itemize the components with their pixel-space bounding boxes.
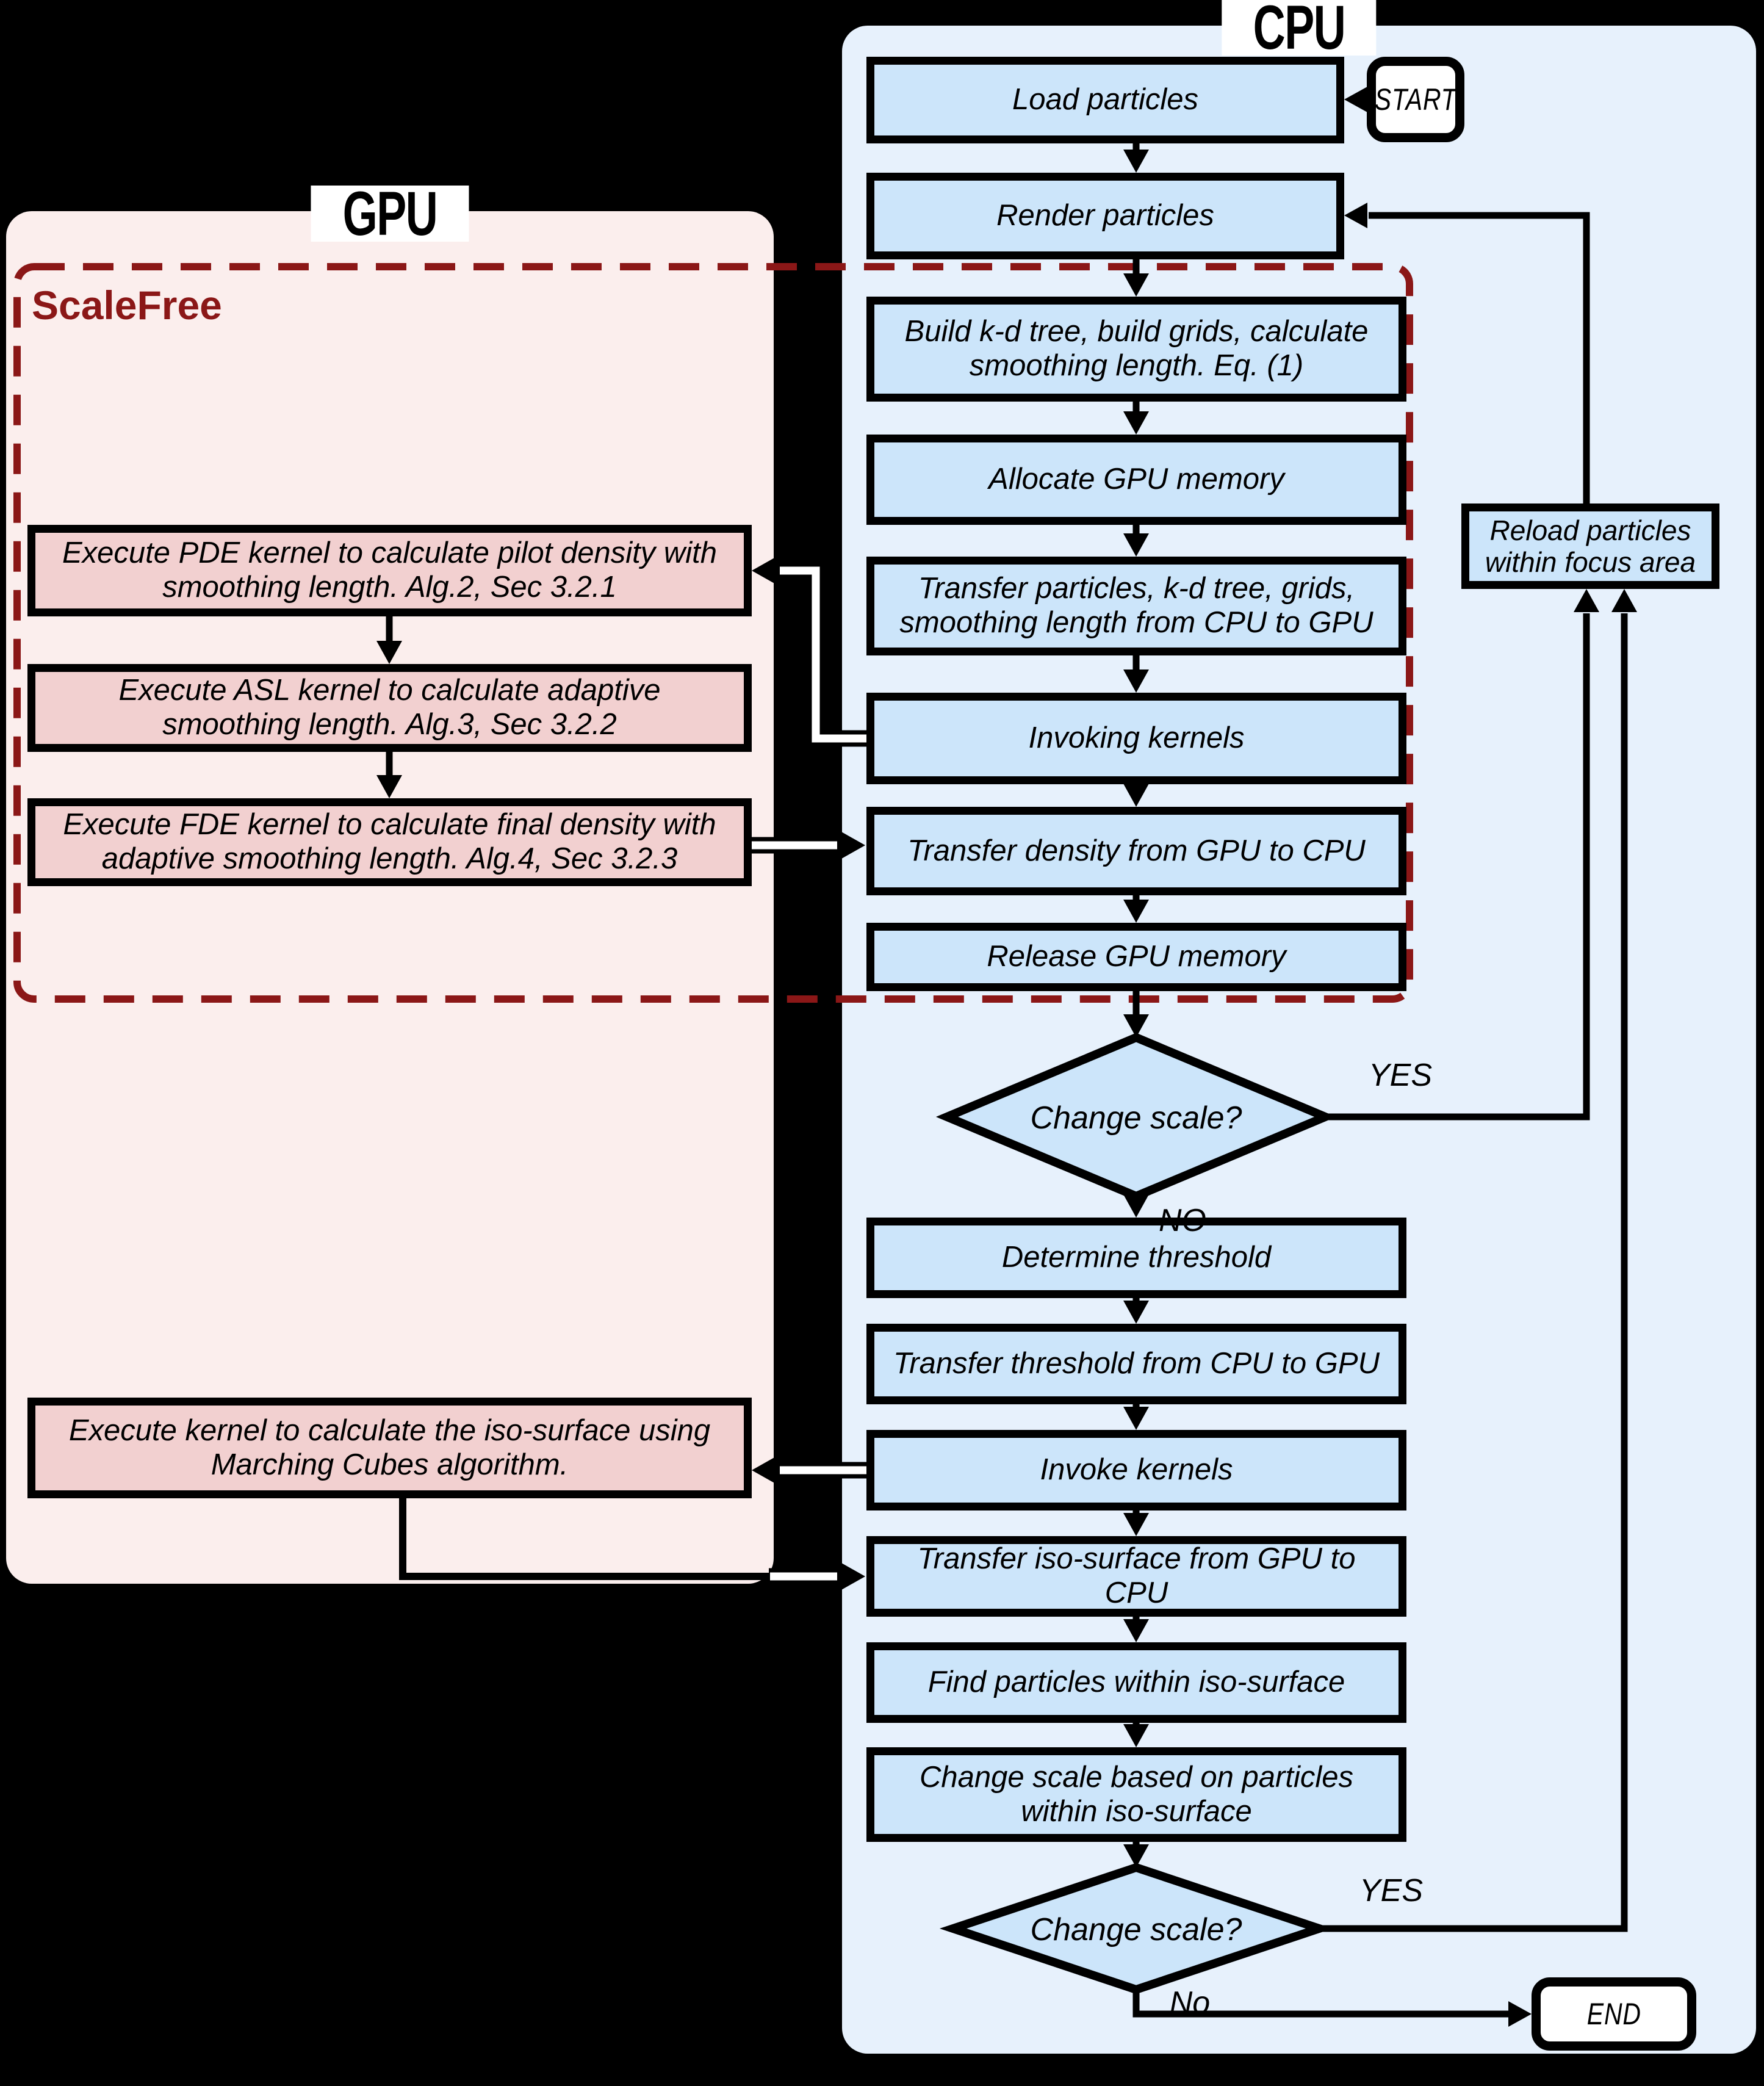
arrowhead-into-allocate: [1123, 411, 1149, 435]
edge-invoking-to-pde-core: [777, 566, 866, 743]
arrowhead-gpu-into-density: [837, 829, 865, 861]
node-transfer-to-gpu: Transfer particles, k-d tree, grids, smo…: [866, 557, 1406, 655]
arrowhead-reload-into-render: [1344, 203, 1367, 228]
solid-arrowheads: [376, 87, 1637, 2027]
decision2-yes-label: YES: [1359, 1873, 1424, 1908]
edge-decision1-yes-to-reload: [1325, 613, 1590, 1121]
node-allocate-memory: Allocate GPU memory: [866, 435, 1406, 525]
arrowhead-into-iso: [1123, 1513, 1149, 1536]
node-transfer-threshold: Transfer threshold from CPU to GPU: [866, 1324, 1406, 1404]
arrowhead-yes1-into-reload: [1574, 589, 1599, 612]
node-invoking-kernels: Invoking kernels: [866, 693, 1406, 784]
gpu-title-text: GPU: [342, 179, 438, 248]
start-label: START: [1374, 82, 1457, 117]
arrowhead-gpu-into-iso: [837, 1561, 865, 1592]
edge-marching-down: [399, 1498, 774, 1580]
decision1-label: Change scale?: [1030, 1100, 1242, 1136]
arrowhead-into-invoke: [1123, 1407, 1149, 1430]
arrowhead-into-decision1: [1123, 1014, 1149, 1038]
arrowhead-into-changescale: [1123, 1724, 1149, 1747]
hollow-arrowheads: [752, 555, 865, 1592]
decision2-label: Change scale?: [1030, 1912, 1242, 1947]
node-load-particles: Load particles: [866, 57, 1344, 143]
arrowhead-into-decision2: [1123, 1844, 1149, 1868]
decision1-diamond: [935, 1033, 1337, 1201]
scalefree-dashed-border: [13, 263, 1413, 1003]
arrowhead-into-load: [1344, 87, 1367, 112]
arrowhead-into-pde: [752, 555, 780, 586]
arrowhead-into-find: [1123, 1619, 1149, 1642]
edge-reload-to-render: [1369, 212, 1590, 503]
node-asl-kernel: Execute ASL kernel to calculate adaptive…: [27, 664, 752, 752]
cpu-title-text: CPU: [1253, 0, 1346, 62]
scalefree-label: ScaleFree: [32, 283, 222, 328]
node-render-particles: Render particles: [866, 173, 1344, 259]
arrowhead-yes2-into-reload: [1611, 589, 1637, 612]
node-fde-kernel: Execute FDE kernel to calculate final de…: [27, 798, 752, 886]
arrowhead-into-density: [1123, 784, 1149, 807]
gpu-region: [6, 211, 774, 1584]
arrowhead-into-asl: [376, 641, 402, 664]
decision2-diamond: [939, 1863, 1333, 1994]
arrowhead-into-release: [1123, 900, 1149, 923]
node-release-memory: Release GPU memory: [866, 923, 1406, 991]
arrowhead-into-determine: [1123, 1194, 1149, 1218]
arrowhead-into-build: [1123, 273, 1149, 297]
solid-connectors: [386, 96, 1628, 2018]
node-marching-cubes: Execute kernel to calculate the iso-surf…: [27, 1398, 752, 1498]
cpu-title: CPU: [1222, 0, 1377, 62]
node-transfer-iso: Transfer iso-surface from GPU to CPU: [866, 1536, 1406, 1617]
node-invoke-kernels: Invoke kernels: [866, 1430, 1406, 1510]
decision1-no-label: NO: [1159, 1203, 1206, 1238]
decision1-yes-label: YES: [1368, 1058, 1433, 1093]
edge-decision2-no-to-end: [1132, 1990, 1508, 2018]
node-transfer-density: Transfer density from GPU to CPU: [866, 807, 1406, 895]
arrowhead-into-marching: [752, 1454, 780, 1486]
arrowhead-into-transfer: [1123, 533, 1149, 557]
node-change-scale-based: Change scale based on particles within i…: [866, 1747, 1406, 1842]
node-reload-particles: Reload particles within focus area: [1461, 503, 1719, 589]
node-build-kdtree: Build k-d tree, build grids, calculate s…: [866, 297, 1406, 402]
edge-invoking-to-pde-outline: [776, 562, 866, 747]
arrowhead-into-end: [1508, 2001, 1532, 2027]
arrowhead-into-fde: [376, 775, 402, 798]
hollow-connectors: [752, 562, 866, 1585]
arrowhead-into-invoking: [1123, 669, 1149, 693]
end-terminal: END: [1532, 1977, 1696, 2051]
node-pde-kernel: Execute PDE kernel to calculate pilot de…: [27, 525, 752, 616]
arrowhead-into-threshold: [1123, 1301, 1149, 1324]
start-terminal: START: [1367, 57, 1464, 142]
arrowhead-into-render: [1123, 150, 1149, 173]
gpu-title: GPU: [311, 179, 469, 248]
end-label: END: [1586, 1996, 1641, 2031]
edge-decision2-yes-to-reload: [1319, 613, 1628, 1932]
node-determine-threshold: Determine threshold: [866, 1218, 1406, 1298]
node-find-particles: Find particles within iso-surface: [866, 1642, 1406, 1723]
decision2-no-label: No: [1169, 1985, 1211, 2021]
